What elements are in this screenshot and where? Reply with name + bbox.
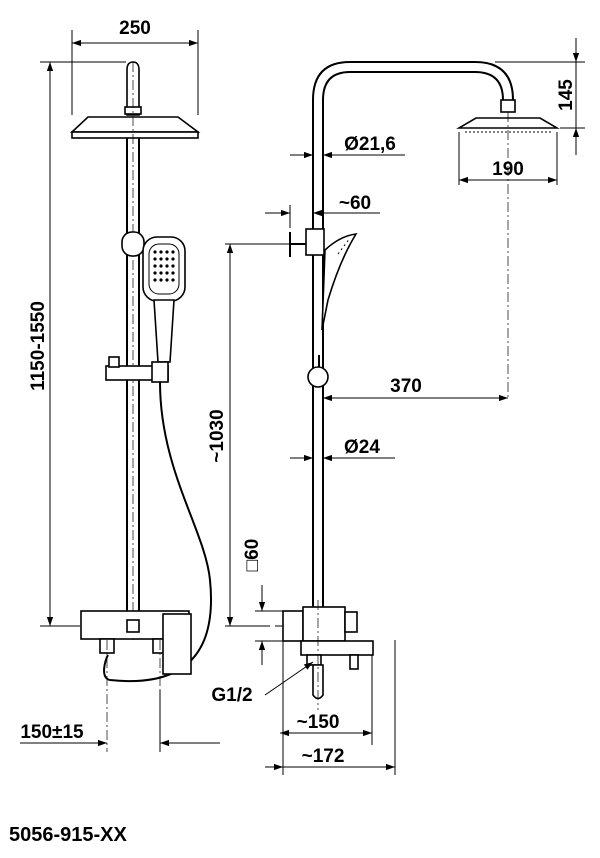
dim-arm-reach: 370 (390, 376, 422, 397)
side-mixer-back (282, 610, 304, 642)
front-slider-clip (151, 361, 169, 383)
dim-thread-size: G1/2 (211, 685, 252, 706)
dim-head-width-side: 190 (492, 159, 524, 180)
front-hand-shower-handle (153, 299, 175, 363)
dim-head-width-front: 250 (119, 18, 151, 39)
side-mixer-body (302, 606, 346, 642)
dim-pipe-diameter-lower: Ø24 (344, 437, 380, 458)
side-inlet (306, 654, 322, 666)
front-dimensions: 250 1150-1550 ~1030 150±15 (20, 18, 290, 752)
dim-pipe-diameter-top: Ø21,6 (344, 134, 396, 155)
side-arm-collar (500, 99, 516, 113)
side-head-shower (456, 117, 560, 129)
side-spout-outlet (349, 654, 359, 670)
front-hose (103, 381, 213, 683)
dim-height-range: 1150-1550 (28, 301, 49, 391)
side-arm-inner (322, 71, 504, 612)
front-view (69, 61, 213, 752)
product-code: 5056-915-XX (9, 824, 127, 846)
front-mixer-centre (126, 619, 140, 633)
dim-mixer-body-square: □60 (242, 539, 263, 572)
side-view (275, 61, 560, 710)
front-head-shower (69, 116, 201, 133)
dim-spout-depth-2: ~172 (302, 746, 345, 767)
front-mixer-lever (162, 613, 192, 675)
front-hand-holder (121, 231, 145, 257)
dim-inlet-spacing: 150±15 (20, 722, 84, 743)
front-head-plate (71, 131, 199, 139)
side-arm-outer (312, 61, 514, 612)
front-slider-knob (108, 356, 120, 368)
dim-hand-shower-height: ~1030 (207, 409, 228, 462)
dim-spout-depth-1: ~150 (297, 712, 340, 733)
side-hand-shower (321, 232, 358, 331)
dim-arm-height: 145 (556, 79, 577, 111)
dim-bracket-offset: ~60 (339, 193, 371, 214)
side-bracket (305, 228, 325, 256)
side-slider-knob (307, 366, 329, 388)
front-hand-shower-nozzles (153, 250, 175, 282)
side-spout (300, 640, 374, 656)
side-mixer-cap (344, 611, 358, 633)
side-dimensions: Ø21,6 ~60 145 190 370 Ø24 □60 G1/2 ~150 (211, 38, 585, 775)
